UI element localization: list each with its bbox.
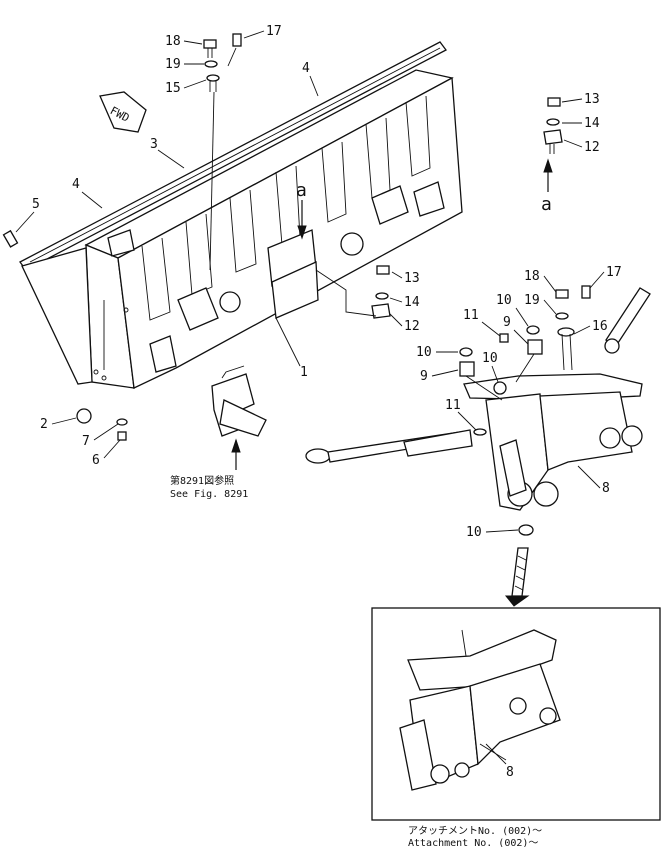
callout-13-right: 13 bbox=[584, 92, 600, 107]
fwd-arrow: FWD bbox=[99, 91, 147, 133]
callout-6: 6 bbox=[92, 453, 100, 468]
callout-17-top: 17 bbox=[266, 24, 282, 39]
inset-detail bbox=[371, 607, 661, 821]
bushing-9-b bbox=[459, 361, 475, 377]
pin-15 bbox=[206, 74, 220, 92]
bolt-5 bbox=[2, 229, 19, 248]
inset-arrow bbox=[504, 547, 530, 607]
callout-14-right: 14 bbox=[584, 116, 600, 131]
blade-brackets bbox=[107, 181, 445, 373]
callout-10-d: 10 bbox=[466, 525, 482, 540]
washer-19 bbox=[204, 60, 218, 68]
callout-11-a: 11 bbox=[463, 308, 479, 323]
grease-fitting-17 bbox=[232, 33, 242, 47]
bolt-18 bbox=[203, 39, 217, 58]
bushing-9-a bbox=[527, 339, 543, 355]
ref-a-right: a bbox=[541, 194, 552, 215]
callout-16: 16 bbox=[592, 319, 608, 334]
callout-17-right: 17 bbox=[606, 265, 622, 280]
callout-12-mid: 12 bbox=[404, 319, 420, 334]
see-fig-jp-text: 第8291図参照 bbox=[170, 474, 234, 487]
attachment-en-text: Attachment No. (002)～ bbox=[408, 838, 538, 847]
callout-8-inset: 8 bbox=[506, 765, 514, 780]
callout-13-mid: 13 bbox=[404, 271, 420, 286]
pin-16 bbox=[557, 327, 575, 371]
nut-2 bbox=[76, 408, 92, 424]
callout-9-b: 9 bbox=[420, 369, 428, 384]
fitting-11-b bbox=[473, 428, 487, 436]
bolt-13-right bbox=[547, 97, 561, 107]
callout-19-right: 19 bbox=[524, 293, 540, 308]
bolt-18-right bbox=[555, 289, 569, 299]
callout-5: 5 bbox=[32, 197, 40, 212]
callout-9-a: 9 bbox=[503, 315, 511, 330]
bracket-12-right bbox=[543, 129, 563, 154]
frame-assembly bbox=[463, 373, 643, 511]
callout-18-top: 18 bbox=[165, 34, 181, 49]
callout-3: 3 bbox=[150, 137, 158, 152]
washer-7 bbox=[116, 418, 128, 426]
bolt-13-mid bbox=[376, 265, 390, 275]
fitting-11-a bbox=[499, 333, 509, 343]
fitting-17-right bbox=[581, 285, 591, 299]
callout-4-top: 4 bbox=[302, 61, 310, 76]
nut-10-d bbox=[518, 524, 534, 536]
callout-15: 15 bbox=[165, 81, 181, 96]
callout-12-right: 12 bbox=[584, 140, 600, 155]
nut-10-b bbox=[459, 347, 473, 357]
washer-14-right bbox=[546, 118, 560, 126]
callout-18-right: 18 bbox=[524, 269, 540, 284]
callouts: 18 17 19 15 4 3 4 5 a 13 14 12 a 13 14 1… bbox=[2, 24, 622, 780]
callout-1: 1 bbox=[300, 365, 308, 380]
hydraulic-cylinder-left bbox=[305, 429, 473, 464]
nut-10-c bbox=[493, 381, 507, 395]
callout-14-mid: 14 bbox=[404, 295, 420, 310]
attachment-jp-text: アタッチメントNo. (002)～ bbox=[408, 825, 542, 837]
bolt-6 bbox=[117, 431, 127, 441]
see-fig-en-text: See Fig. 8291 bbox=[170, 489, 248, 500]
callout-8-main: 8 bbox=[602, 481, 610, 496]
callout-7: 7 bbox=[82, 434, 90, 449]
callout-11-b: 11 bbox=[445, 398, 461, 413]
callout-19-top: 19 bbox=[165, 57, 181, 72]
washer-14-mid bbox=[375, 292, 389, 300]
dozer-blade bbox=[19, 41, 463, 389]
bracket-assembly bbox=[211, 365, 267, 437]
hydraulic-cylinder-right bbox=[604, 287, 651, 354]
callout-10-c: 10 bbox=[482, 351, 498, 366]
washer-19-right bbox=[555, 312, 569, 320]
callout-10-a: 10 bbox=[496, 293, 512, 308]
ref-a-top: a bbox=[296, 180, 307, 201]
callout-2: 2 bbox=[40, 417, 48, 432]
callout-4-left: 4 bbox=[72, 177, 80, 192]
bracket-12-mid bbox=[371, 303, 391, 319]
callout-10-b: 10 bbox=[416, 345, 432, 360]
nut-10-a bbox=[526, 325, 540, 335]
